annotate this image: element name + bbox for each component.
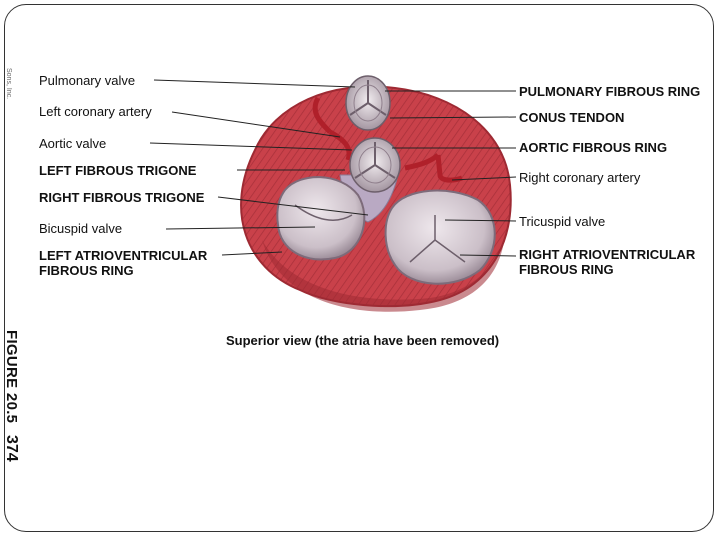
label-left-av-ring-line2: FIBROUS RING <box>39 263 134 278</box>
label-pulmonary-fibrous-ring: PULMONARY FIBROUS RING <box>519 84 701 99</box>
label-right-coronary-artery: Right coronary artery <box>519 170 641 185</box>
label-left-coronary-artery: Left coronary artery <box>39 104 152 119</box>
tricuspid-valve <box>384 189 496 285</box>
left-coronary-artery <box>312 96 352 161</box>
label-left-fibrous-trigone: LEFT FIBROUS TRIGONE <box>39 163 197 178</box>
myocardium-shading <box>262 235 505 312</box>
label-bicuspid-valve: Bicuspid valve <box>39 221 123 236</box>
label-tricuspid-valve: Tricuspid valve <box>519 214 606 229</box>
label-aortic-valve: Aortic valve <box>39 136 107 151</box>
label-pulmonary-valve: Pulmonary valve <box>39 73 136 88</box>
label-right-av-ring-line2: FIBROUS RING <box>519 262 614 277</box>
label-right-fibrous-trigone: RIGHT FIBROUS TRIGONE <box>39 190 205 205</box>
right-coronary-artery <box>404 153 463 183</box>
label-left-av-ring-line1: LEFT ATRIOVENTRICULAR <box>39 248 208 263</box>
label-right-av-ring-line1: RIGHT ATRIOVENTRICULAR <box>519 247 696 262</box>
label-conus-tendon: CONUS TENDON <box>519 110 625 125</box>
figure-caption: Superior view (the atria have been remov… <box>226 333 500 348</box>
leader-lines <box>149 79 517 257</box>
label-aortic-fibrous-ring: AORTIC FIBROUS RING <box>519 140 668 155</box>
